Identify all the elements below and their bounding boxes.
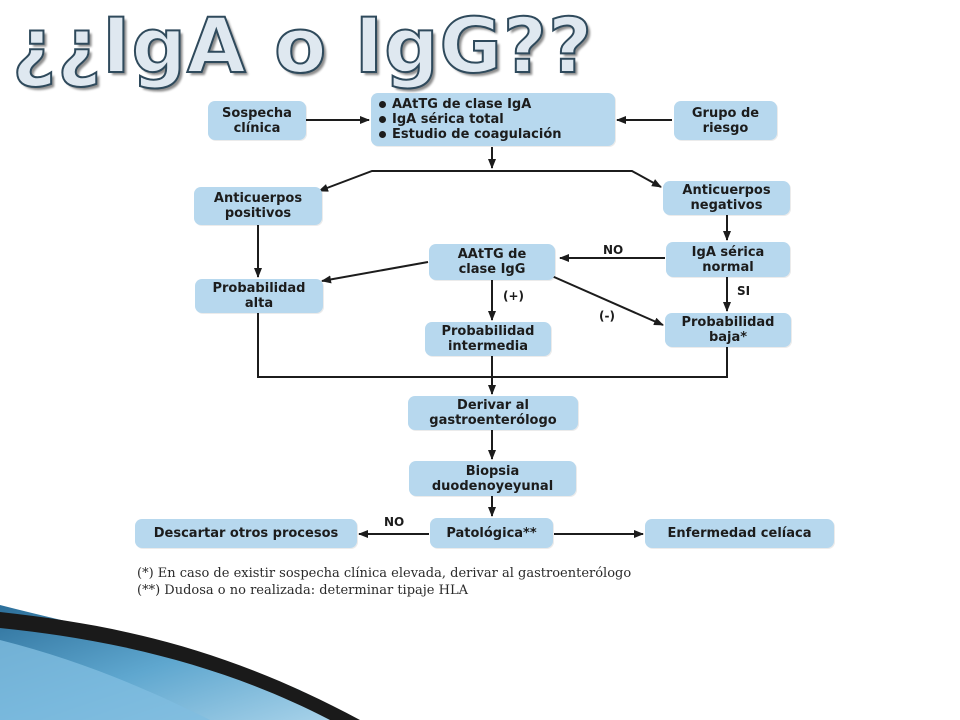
- node-aatg-igg: AAtTG de clase IgG: [429, 244, 555, 280]
- node-patologica: Patológica**: [430, 518, 553, 548]
- edge-label-si: SI: [737, 284, 751, 298]
- node-enfermedad-celiaca: Enfermedad celíaca: [645, 519, 834, 548]
- node-derivar-gastroenterologo: Derivar al gastroenterólogo: [408, 396, 578, 430]
- node-probabilidad-intermedia: Probabilidad intermedia: [425, 322, 551, 356]
- node-probabilidad-baja: Probabilidad baja*: [665, 313, 791, 347]
- test-item: IgA sérica total: [379, 112, 562, 127]
- node-descartar-procesos: Descartar otros procesos: [135, 519, 357, 548]
- edge-label-no-patologica: NO: [384, 515, 405, 529]
- node-probabilidad-alta: Probabilidad alta: [195, 279, 323, 313]
- arrow-igg-minus-to-baja: [544, 272, 664, 326]
- arrow-split-right: [492, 170, 662, 188]
- node-iga-serica-normal: IgA sérica normal: [666, 242, 790, 277]
- bullet-icon: [379, 131, 386, 138]
- node-grupo-riesgo: Grupo de riesgo: [674, 101, 777, 140]
- node-anticuerpos-positivos: Anticuerpos positivos: [194, 187, 322, 225]
- slide-title: ¿¿IgA o IgG??: [11, 1, 594, 90]
- node-initial-tests: AAtTG de clase IgA IgA sérica total Estu…: [371, 93, 615, 146]
- footnote-1: (*) En caso de existir sospecha clínica …: [137, 566, 632, 581]
- footnote-2: (**) Dudosa o no realizada: determinar t…: [137, 583, 468, 598]
- node-anticuerpos-negativos: Anticuerpos negativos: [663, 181, 790, 215]
- bullet-icon: [379, 116, 386, 123]
- edge-label-plus: (+): [503, 289, 525, 303]
- node-sospecha-clinica: Sospecha clínica: [208, 101, 306, 140]
- test-item: AAtTG de clase IgA: [379, 97, 562, 112]
- test-item: Estudio de coagulación: [379, 127, 562, 142]
- arrow-igg-to-alta: [321, 261, 429, 284]
- bullet-icon: [379, 101, 386, 108]
- node-biopsia: Biopsia duodenoyeyunal: [409, 461, 576, 496]
- edge-label-no-igg: NO: [603, 243, 624, 257]
- arrow-split-left: [318, 170, 492, 192]
- edge-label-minus: (-): [599, 309, 615, 323]
